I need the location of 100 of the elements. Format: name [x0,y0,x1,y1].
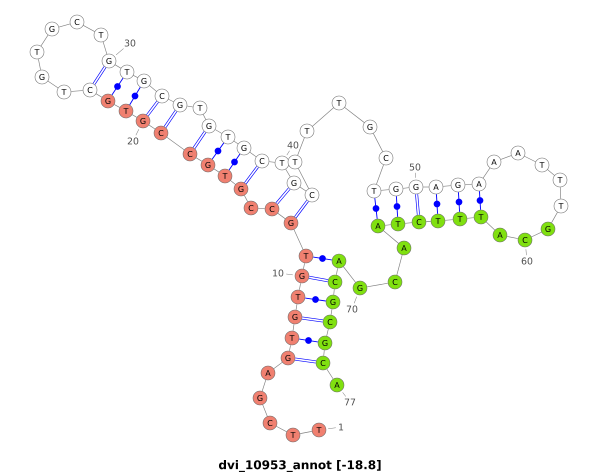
backbone-line [333,288,335,296]
backbone-line [132,114,138,118]
base-pair-line [308,276,328,282]
base-pair-line [92,66,106,85]
base-pair-line [276,188,290,204]
backbone-line [506,236,518,239]
base-pair-line [476,190,484,210]
backbone-line [466,217,474,219]
backbone-line [214,168,220,172]
backbone-line [58,24,70,28]
backbone-line [258,208,266,209]
backbone-line [300,186,306,192]
backbone-line [326,328,329,336]
backbone-line [297,137,305,156]
backbone-line [383,230,399,244]
backbone-line [531,232,542,238]
backbone-line [96,93,102,98]
base-pair-line [312,255,332,262]
backbone-line [148,124,156,130]
backbone-line [250,152,256,158]
backbone-line [524,156,536,162]
backbone-line [38,58,41,70]
backbone-line [168,98,174,102]
backbone-line [330,308,332,316]
backbone-line [326,368,334,380]
position-number: 30 [124,39,136,47]
position-number: 10 [273,269,284,277]
backbone-line [376,164,384,184]
backbone-line [214,129,222,134]
backbone-line [464,184,472,185]
backbone-line [366,282,388,288]
base-pair-line [212,142,224,160]
backbone-line [482,168,490,178]
backbone-line [186,106,194,108]
leader-line [328,427,336,430]
position-number: 70 [346,305,358,313]
backbone-line [300,431,312,434]
backbone-line [276,426,287,432]
backbone-line [336,268,338,276]
leader-line [415,172,416,178]
leader-line [286,150,290,156]
leader-line [354,296,357,304]
backbone-line [426,221,432,222]
leader-line [286,274,294,276]
base-pair-line [298,337,318,344]
leader-line [342,392,346,397]
backbone-line [560,186,562,200]
backbone-line [422,186,430,188]
backbone-line [48,80,58,88]
base-pair-line [434,194,440,214]
backbone-line [149,85,157,92]
base-pair-line [456,192,462,212]
base-pair-line [112,78,124,96]
base-pair-line [164,110,178,128]
base-pair-line [192,131,206,149]
base-pair-line [302,316,324,322]
backbone-line [486,222,496,230]
base-pair-line [129,86,141,106]
backbone-line [278,212,286,220]
backbone-line [344,107,365,123]
backbone-line [230,180,236,185]
position-number: 1 [339,424,344,430]
backbone-line [262,404,268,417]
backbone-line [102,42,108,54]
backbone-line [262,380,266,392]
position-number: 60 [522,257,532,265]
backbone-line [268,161,276,163]
base-pair-line [415,194,420,215]
leader-line [526,248,527,256]
backbone-line [303,262,305,270]
backbone-line [202,114,206,120]
backbone-line [114,64,122,69]
backbone-line [380,189,390,191]
position-number: 50 [410,163,420,171]
backbone-line [384,224,392,226]
base-pair-line [244,166,259,184]
base-pair-line [372,198,380,220]
backbone-line [444,219,454,221]
backbone-line [402,187,410,189]
backbone-line [296,304,298,310]
backbone-line [196,157,202,162]
backbone-line [323,350,325,356]
base-pair-line [394,196,400,218]
backbone-line [404,222,412,224]
position-number: 40 [288,141,298,149]
backbone-line [294,229,304,250]
backbone-line [273,362,283,369]
backbone-line [166,136,184,150]
position-number: 77 [344,398,356,406]
backbone-line [70,90,84,92]
backbone-line [133,75,138,78]
backbone-line [500,155,512,160]
backbone-line [298,168,309,189]
base-pair-line [304,296,326,303]
backbone-line [234,140,238,144]
backbone-line [551,212,558,224]
backbone-line [289,344,291,352]
backbone-line [285,168,291,178]
position-number: 20 [128,137,138,145]
backbone-line [244,195,248,202]
